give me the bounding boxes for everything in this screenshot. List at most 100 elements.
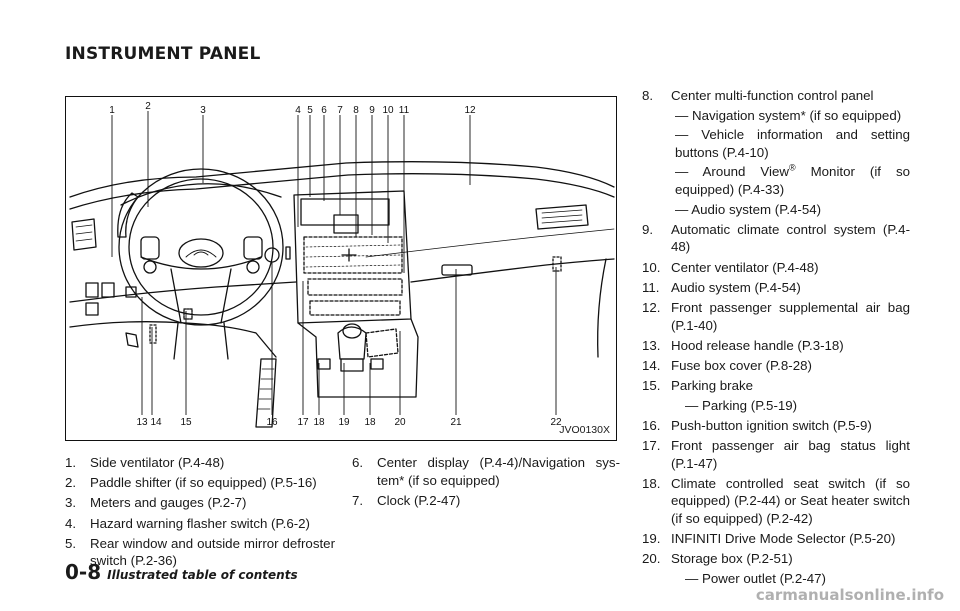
item-text: Center ventilator (P.4-48) [671,259,819,275]
item-text: Rear window and outside mirror defroster… [90,535,335,569]
item-number: 8. [642,88,654,103]
callout-label: 16 [266,417,278,428]
footer-title: Illustrated table of contents [107,568,298,582]
sub-item: — Vehicle information and setting button… [675,127,910,160]
item-text-group: Parking brake — Parking (P.5-19) [671,377,910,414]
item-number: 16. [642,417,661,433]
callout-label: 20 [394,417,406,428]
item-text: Hood release handle (P.3-18) [671,337,844,353]
list-item: 14. Fuse box cover (P.8-28) [642,357,910,375]
sub-item: — Power outlet (P.2-47) [685,570,826,586]
callout-label: 6 [321,105,327,116]
callout-label: 18 [313,417,325,428]
legend-column-right: 8. Center multi-function control panel —… [642,87,910,590]
callout-label: 8 [353,105,359,116]
list-item: 3. Meters and gauges (P.2-7) [65,494,335,512]
item-text-group: Storage box (P.2-51) — Power outlet (P.2… [671,550,910,587]
callout-label: 4 [295,105,301,116]
item-text: Center multi-function control panel [671,88,874,103]
sub-item: — Around View® Monitor (if so equipped) … [671,163,910,198]
section-title: INSTRUMENT PANEL [65,44,261,64]
item-number: 14. [642,357,661,373]
item-number: 4. [65,515,77,531]
sub-item-text: Monitor (if so equipped) (P.4-33) [675,164,910,197]
list-item: 8. Center multi-function control panel —… [642,87,910,218]
list-item: 10. Center ventilator (P.4-48) [642,259,910,277]
callout-label: 13 [136,417,148,428]
list-item: 13. Hood release handle (P.3-18) [642,337,910,355]
list-item: 2.Paddle shifter (if so equipped) (P.5-1… [65,474,335,492]
list-item: 15. Parking brake — Parking (P.5-19) [642,377,910,414]
callout-label: 15 [180,417,192,428]
item-text: Front passenger supplemental air bag (P.… [671,299,910,333]
registered-mark: ® [788,162,796,173]
item-number: 10. [642,259,661,275]
item-text: Automatic climate control system (P.4-48… [671,221,910,255]
item-text: INFINITI Drive Mode Selector (P.5-20) [671,531,896,547]
item-text: Parking brake [671,378,754,394]
item-number: 7. [352,492,364,508]
sub-item: — Navigation system* (if so equipped) [675,107,902,123]
item-text: Fuse box cover (P.8-28) [671,357,812,373]
item-number: 13. [642,337,661,353]
callout-label: 9 [369,105,375,116]
list-item: 5. Rear window and outside mirror defrost… [65,535,335,570]
instrument-panel-illustration: 1 2 3 4 5 6 7 8 9 10 11 12 13 14 15 16 1… [65,96,617,441]
item-number: 9. [642,221,654,237]
item-number: 6. [352,455,364,470]
list-item: 11. Audio system (P.4-54) [642,279,910,297]
callout-label: 21 [450,417,462,428]
list-item: 20. Storage box (P.2-51) — Power outlet … [642,550,910,587]
item-text: Hazard warning flasher switch (P.6-2) [90,515,310,531]
callout-label: 22 [550,417,562,428]
page-footer: 0-8 Illustrated table of contents [65,560,298,584]
item-number: 15. [642,378,661,394]
sub-item: — Parking (P.5-19) [685,397,798,413]
item-number: 11. [642,279,660,295]
legend-column-left: 1.Side ventilator (P.4-48) 2.Paddle shif… [65,454,335,573]
callout-label: 12 [464,105,476,116]
item-text: Push-button ignition switch (P.5-9) [671,417,872,433]
callout-label: 19 [338,417,350,428]
item-text: Front passenger air bag status light (P.… [671,438,910,471]
item-text: Paddle shifter (if so equipped) (P.5-16) [90,475,317,491]
dashboard-drawing: 1 2 3 4 5 6 7 8 9 10 11 12 13 14 15 16 1… [69,101,615,428]
callout-label: 7 [337,105,343,116]
list-item: 7. Clock (P.2-47) [352,492,620,510]
item-text-group: Center multi-function control panel — Na… [671,87,910,218]
item-text: Storage box (P.2-51) [671,551,793,567]
callout-label: 11 [399,105,410,116]
item-number: 17. [642,438,661,454]
legend-column-middle: 6. Center display (P.4-4)/Navigation sys-… [352,454,620,512]
sub-item: — Audio system (P.4-54) [675,201,822,217]
callout-label: 1 [109,105,115,116]
item-text: Clock (P.2-47) [377,492,461,508]
list-item: 9. Automatic climate control system (P.4-… [642,221,910,256]
callout-label: 5 [307,105,313,116]
item-number: 19. [642,531,661,547]
page-number: 0-8 [65,560,102,584]
item-number: 5. [65,535,77,551]
callout-label: 3 [200,105,206,116]
item-text: Audio system (P.4-54) [671,279,801,295]
list-item: 4. Hazard warning flasher switch (P.6-2) [65,515,335,533]
list-item: 12. Front passenger supplemental air bag … [642,299,910,334]
callout-label: 18 [364,417,376,428]
item-text: Center display (P.4-4)/Navigation sys-te… [377,455,620,488]
item-number: 20. [642,551,661,567]
watermark: carmanualsonline.info [755,586,944,604]
item-number: 3. [65,495,77,511]
item-text: Meters and gauges (P.2-7) [90,495,247,511]
sub-item-text: — Around View [675,164,789,180]
list-item: 19. INFINITI Drive Mode Selector (P.5-20) [642,530,910,548]
item-text: Climate controlled seat switch (if so eq… [671,475,910,526]
item-number: 12. [642,299,661,315]
list-item: 16. Push-button ignition switch (P.5-9) [642,417,910,435]
callout-label: 14 [150,417,162,428]
item-number: 18. [642,475,661,491]
callout-label: 17 [297,417,309,428]
list-item: 1.Side ventilator (P.4-48) [65,454,335,472]
figure-code: JVO0130X [559,424,610,436]
list-item: 18. Climate controlled seat switch (if so… [642,475,910,528]
item-number: 1. [65,455,77,470]
